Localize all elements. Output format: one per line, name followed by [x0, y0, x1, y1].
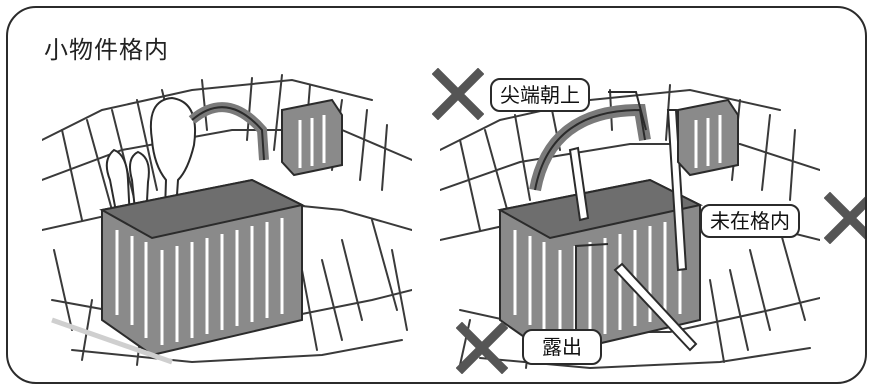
incorrect-basket-illustration [440, 84, 820, 370]
callout-not-in-slot: 未在格内 [700, 204, 800, 238]
x-mark-icon [456, 322, 508, 374]
panel-title: 小物件格内 [44, 36, 169, 64]
x-mark-icon [432, 68, 484, 120]
correct-basket-illustration [42, 74, 412, 366]
callout-exposed: 露出 [522, 329, 602, 365]
instruction-panel: 小物件格内 [6, 6, 867, 384]
callout-tip-up: 尖端朝上 [490, 78, 590, 112]
x-mark-icon [824, 192, 865, 244]
